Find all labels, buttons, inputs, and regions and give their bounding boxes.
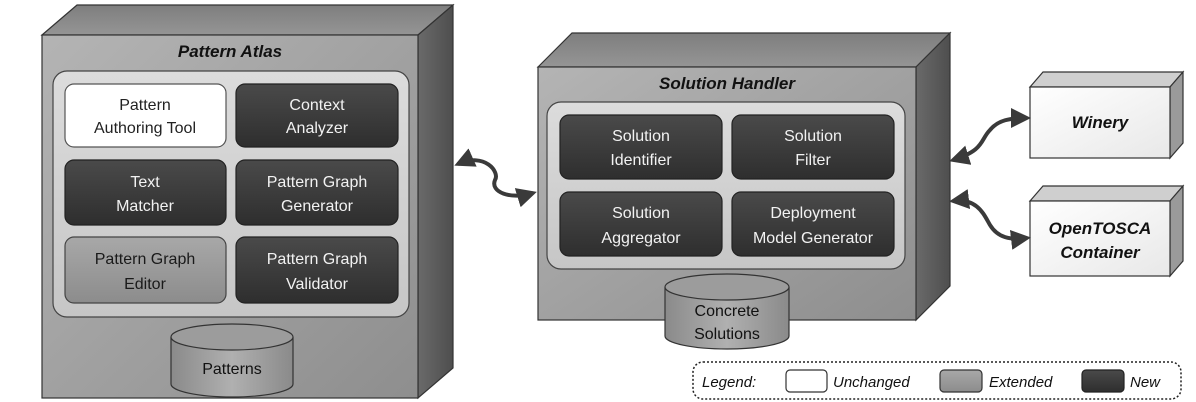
winery-label: Winery [1072,113,1130,132]
component-label-line1: Solution [612,205,670,222]
component-label-line2: Matcher [116,198,174,215]
component-label-line1: Pattern [119,97,171,114]
opentosca-label-line1: OpenTOSCA [1049,219,1152,238]
concrete-solutions-label-line2: Solutions [694,326,760,343]
legend-swatch-unchanged [785,369,828,393]
solution-aggregator-box[interactable]: Solution Aggregator [559,191,723,257]
component-label-line2: Editor [124,276,166,293]
legend-label-unchanged: Unchanged [833,374,910,391]
patterns-database-label: Patterns [202,361,262,378]
component-label-line1: Pattern Graph [95,251,196,268]
component-label-line1: Deployment [770,205,856,222]
component-label-line2: Model Generator [753,230,874,247]
component-label-line1: Solution [612,128,670,145]
legend: Legend: Unchanged Extended New [692,361,1182,400]
solution-handler-box-top [536,32,952,68]
opentosca-container-box[interactable]: OpenTOSCA Container [1028,184,1185,278]
component-label-line1: Context [289,97,345,114]
component-label-line2: Analyzer [286,120,349,137]
connector-handler-winery [949,108,1031,165]
legend-label-extended: Extended [989,374,1053,391]
solution-handler-title: Solution Handler [659,74,796,93]
component-label-line2: Authoring Tool [94,120,196,137]
component-label-line2: Filter [795,152,831,169]
pattern-atlas-box-side [417,3,454,400]
component-label-line1: Text [130,174,160,191]
patterns-database[interactable]: Patterns [170,323,294,398]
legend-swatch-new [1081,369,1125,393]
text-matcher-box[interactable]: Text Matcher [64,159,227,226]
solution-filter-box[interactable]: Solution Filter [731,114,895,180]
pattern-graph-editor-box[interactable]: Pattern Graph Editor [64,236,227,304]
legend-swatch-extended [939,369,983,393]
context-analyzer-box[interactable]: Context Analyzer [235,83,399,148]
component-label-line1: Pattern Graph [267,251,368,268]
opentosca-label-line2: Container [1060,243,1141,262]
deployment-model-generator-box[interactable]: Deployment Model Generator [731,191,895,257]
legend-title: Legend: [702,374,756,391]
pattern-atlas-box-top [40,4,455,36]
solution-handler-box: Solution Handler Solution Identifier Sol… [536,31,952,350]
concrete-solutions-label-line1: Concrete [695,303,760,320]
pattern-atlas-title: Pattern Atlas [178,42,282,61]
winery-box[interactable]: Winery [1028,70,1185,160]
pattern-graph-generator-box[interactable]: Pattern Graph Generator [235,159,399,226]
pattern-graph-validator-box[interactable]: Pattern Graph Validator [235,236,399,304]
pattern-authoring-tool-box[interactable]: Pattern Authoring Tool [64,83,227,148]
concrete-solutions-database[interactable]: Concrete Solutions [664,273,790,350]
legend-label-new: New [1130,374,1161,391]
component-label-line1: Solution [784,128,842,145]
component-label-line2: Validator [286,276,349,293]
connector-handler-opentosca [949,189,1031,250]
solution-identifier-box[interactable]: Solution Identifier [559,114,723,180]
component-label-line1: Pattern Graph [267,174,368,191]
connector-atlas-handler [454,148,537,208]
solution-handler-box-side [915,31,951,322]
component-label-line2: Identifier [610,152,672,169]
pattern-atlas-box: Pattern Atlas Pattern Authoring Tool Con… [40,3,455,400]
component-label-line2: Generator [281,198,354,215]
component-label-line2: Aggregator [601,230,681,247]
